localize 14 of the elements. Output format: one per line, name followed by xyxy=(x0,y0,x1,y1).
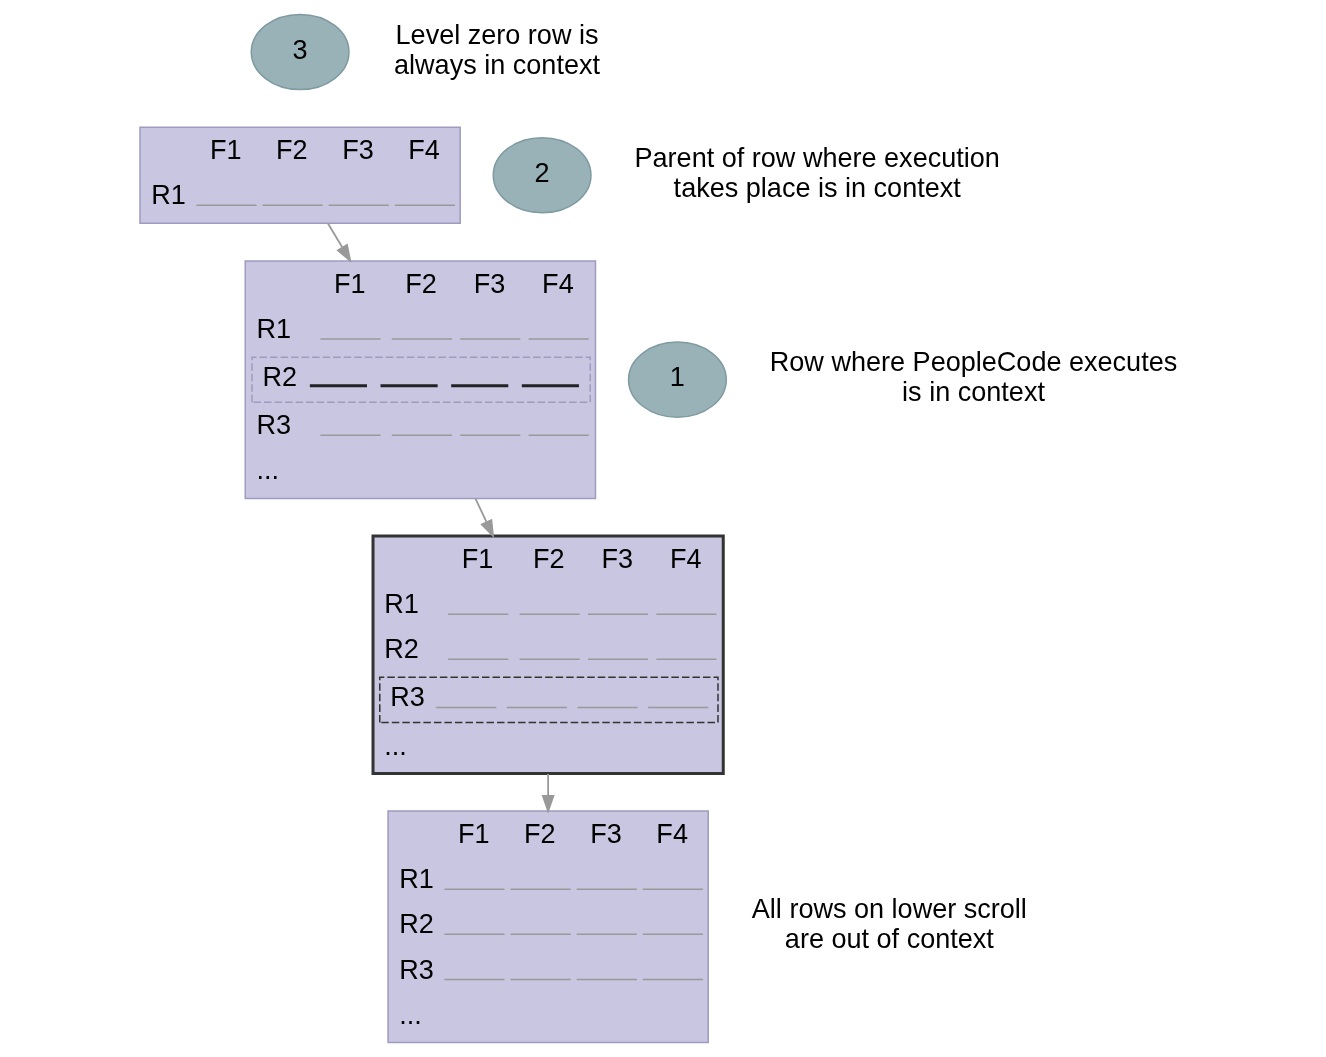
node-ellipse: 3 xyxy=(250,13,350,91)
node-label: Parent of row where execution takes place is in context xyxy=(634,142,1000,203)
node-box: F1 F2 F3 F4 R1 xyxy=(138,126,461,225)
node-label: All rows on lower scroll are out of context xyxy=(751,894,1027,955)
node-box: F1 F2 F3 F4 R1 R2 R3 ... xyxy=(371,534,725,776)
node-label: Row where PeopleCode executes is in context xyxy=(769,347,1177,408)
node-box: F1 F2 F3 F4 R1 R2 R3 ... xyxy=(386,810,709,1044)
node-box: F1 F2 F3 F4 R1 R2 R3 ... xyxy=(244,260,596,500)
node-label: Level zero row is always in context xyxy=(393,19,600,80)
arrow xyxy=(541,773,555,814)
arrow xyxy=(474,497,494,539)
node-ellipse: 1 xyxy=(627,341,727,418)
node-ellipse: 2 xyxy=(492,136,592,214)
arrow xyxy=(326,222,352,263)
